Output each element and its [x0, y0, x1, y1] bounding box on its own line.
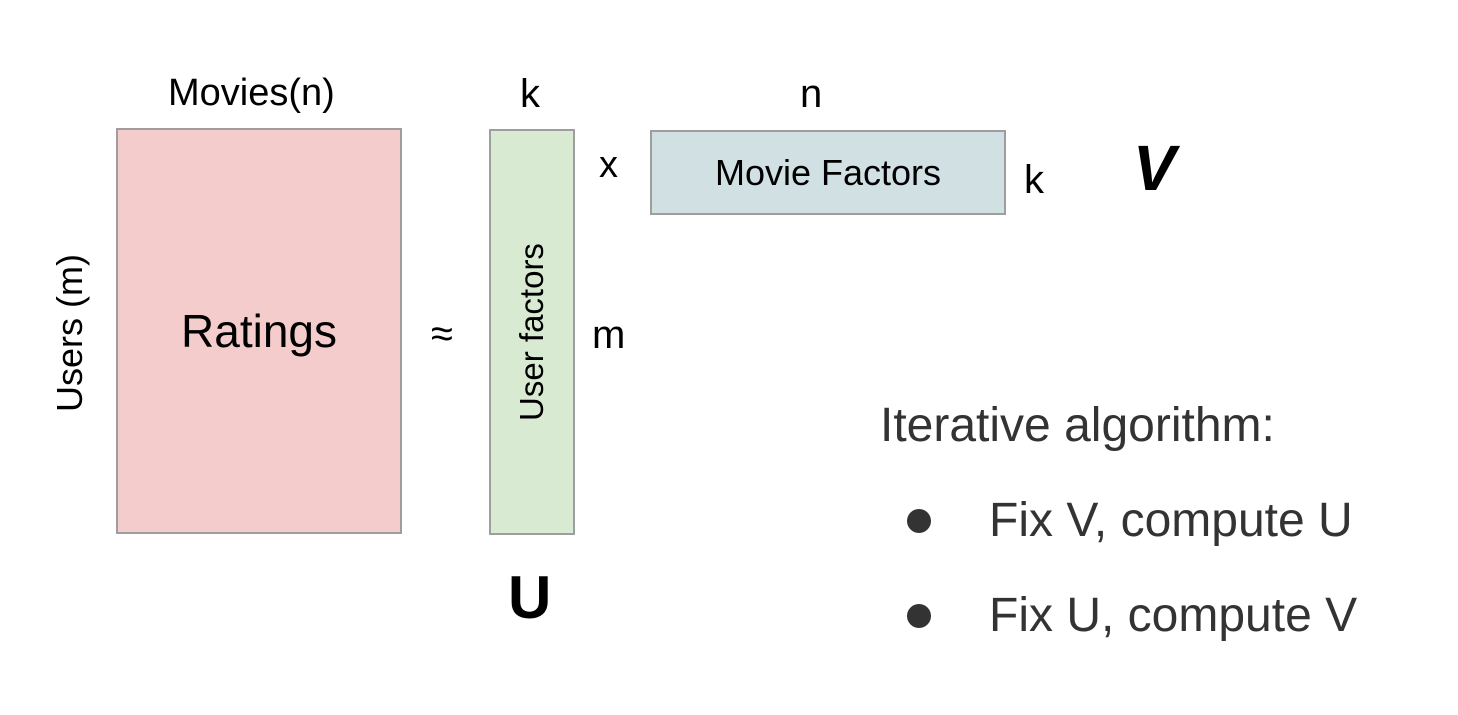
- movie-matrix-column-label: n: [800, 72, 823, 116]
- bullet-icon: [907, 509, 931, 533]
- user-factors-label: User factors: [513, 243, 550, 421]
- algorithm-title: Iterative algorithm:: [880, 399, 1275, 452]
- movie-matrix-row-label: k: [1024, 158, 1044, 202]
- ratings-matrix: Ratings: [116, 128, 402, 534]
- user-matrix-column-label: k: [520, 72, 540, 116]
- ratings-row-label: Users (m): [49, 254, 90, 412]
- algorithm-step: Fix U, compute V: [907, 592, 1357, 640]
- bullet-icon: [907, 604, 931, 628]
- movie-factors-matrix: Movie Factors: [650, 130, 1006, 215]
- algorithm-step-label: Fix V, compute U: [989, 494, 1353, 547]
- user-factors-matrix: User factors: [489, 129, 575, 535]
- algorithm-step: Fix V, compute U: [907, 497, 1353, 545]
- algorithm-step-label: Fix U, compute V: [989, 589, 1358, 642]
- movie-matrix-name: V: [1133, 132, 1176, 204]
- user-matrix-name: U: [508, 564, 552, 631]
- multiply-symbol: x: [599, 144, 618, 186]
- ratings-column-label: Movies(n): [168, 72, 335, 114]
- user-matrix-row-label: m: [592, 313, 626, 357]
- ratings-matrix-label: Ratings: [181, 305, 337, 357]
- movie-factors-label: Movie Factors: [714, 151, 942, 193]
- approx-symbol: ≈: [431, 312, 453, 356]
